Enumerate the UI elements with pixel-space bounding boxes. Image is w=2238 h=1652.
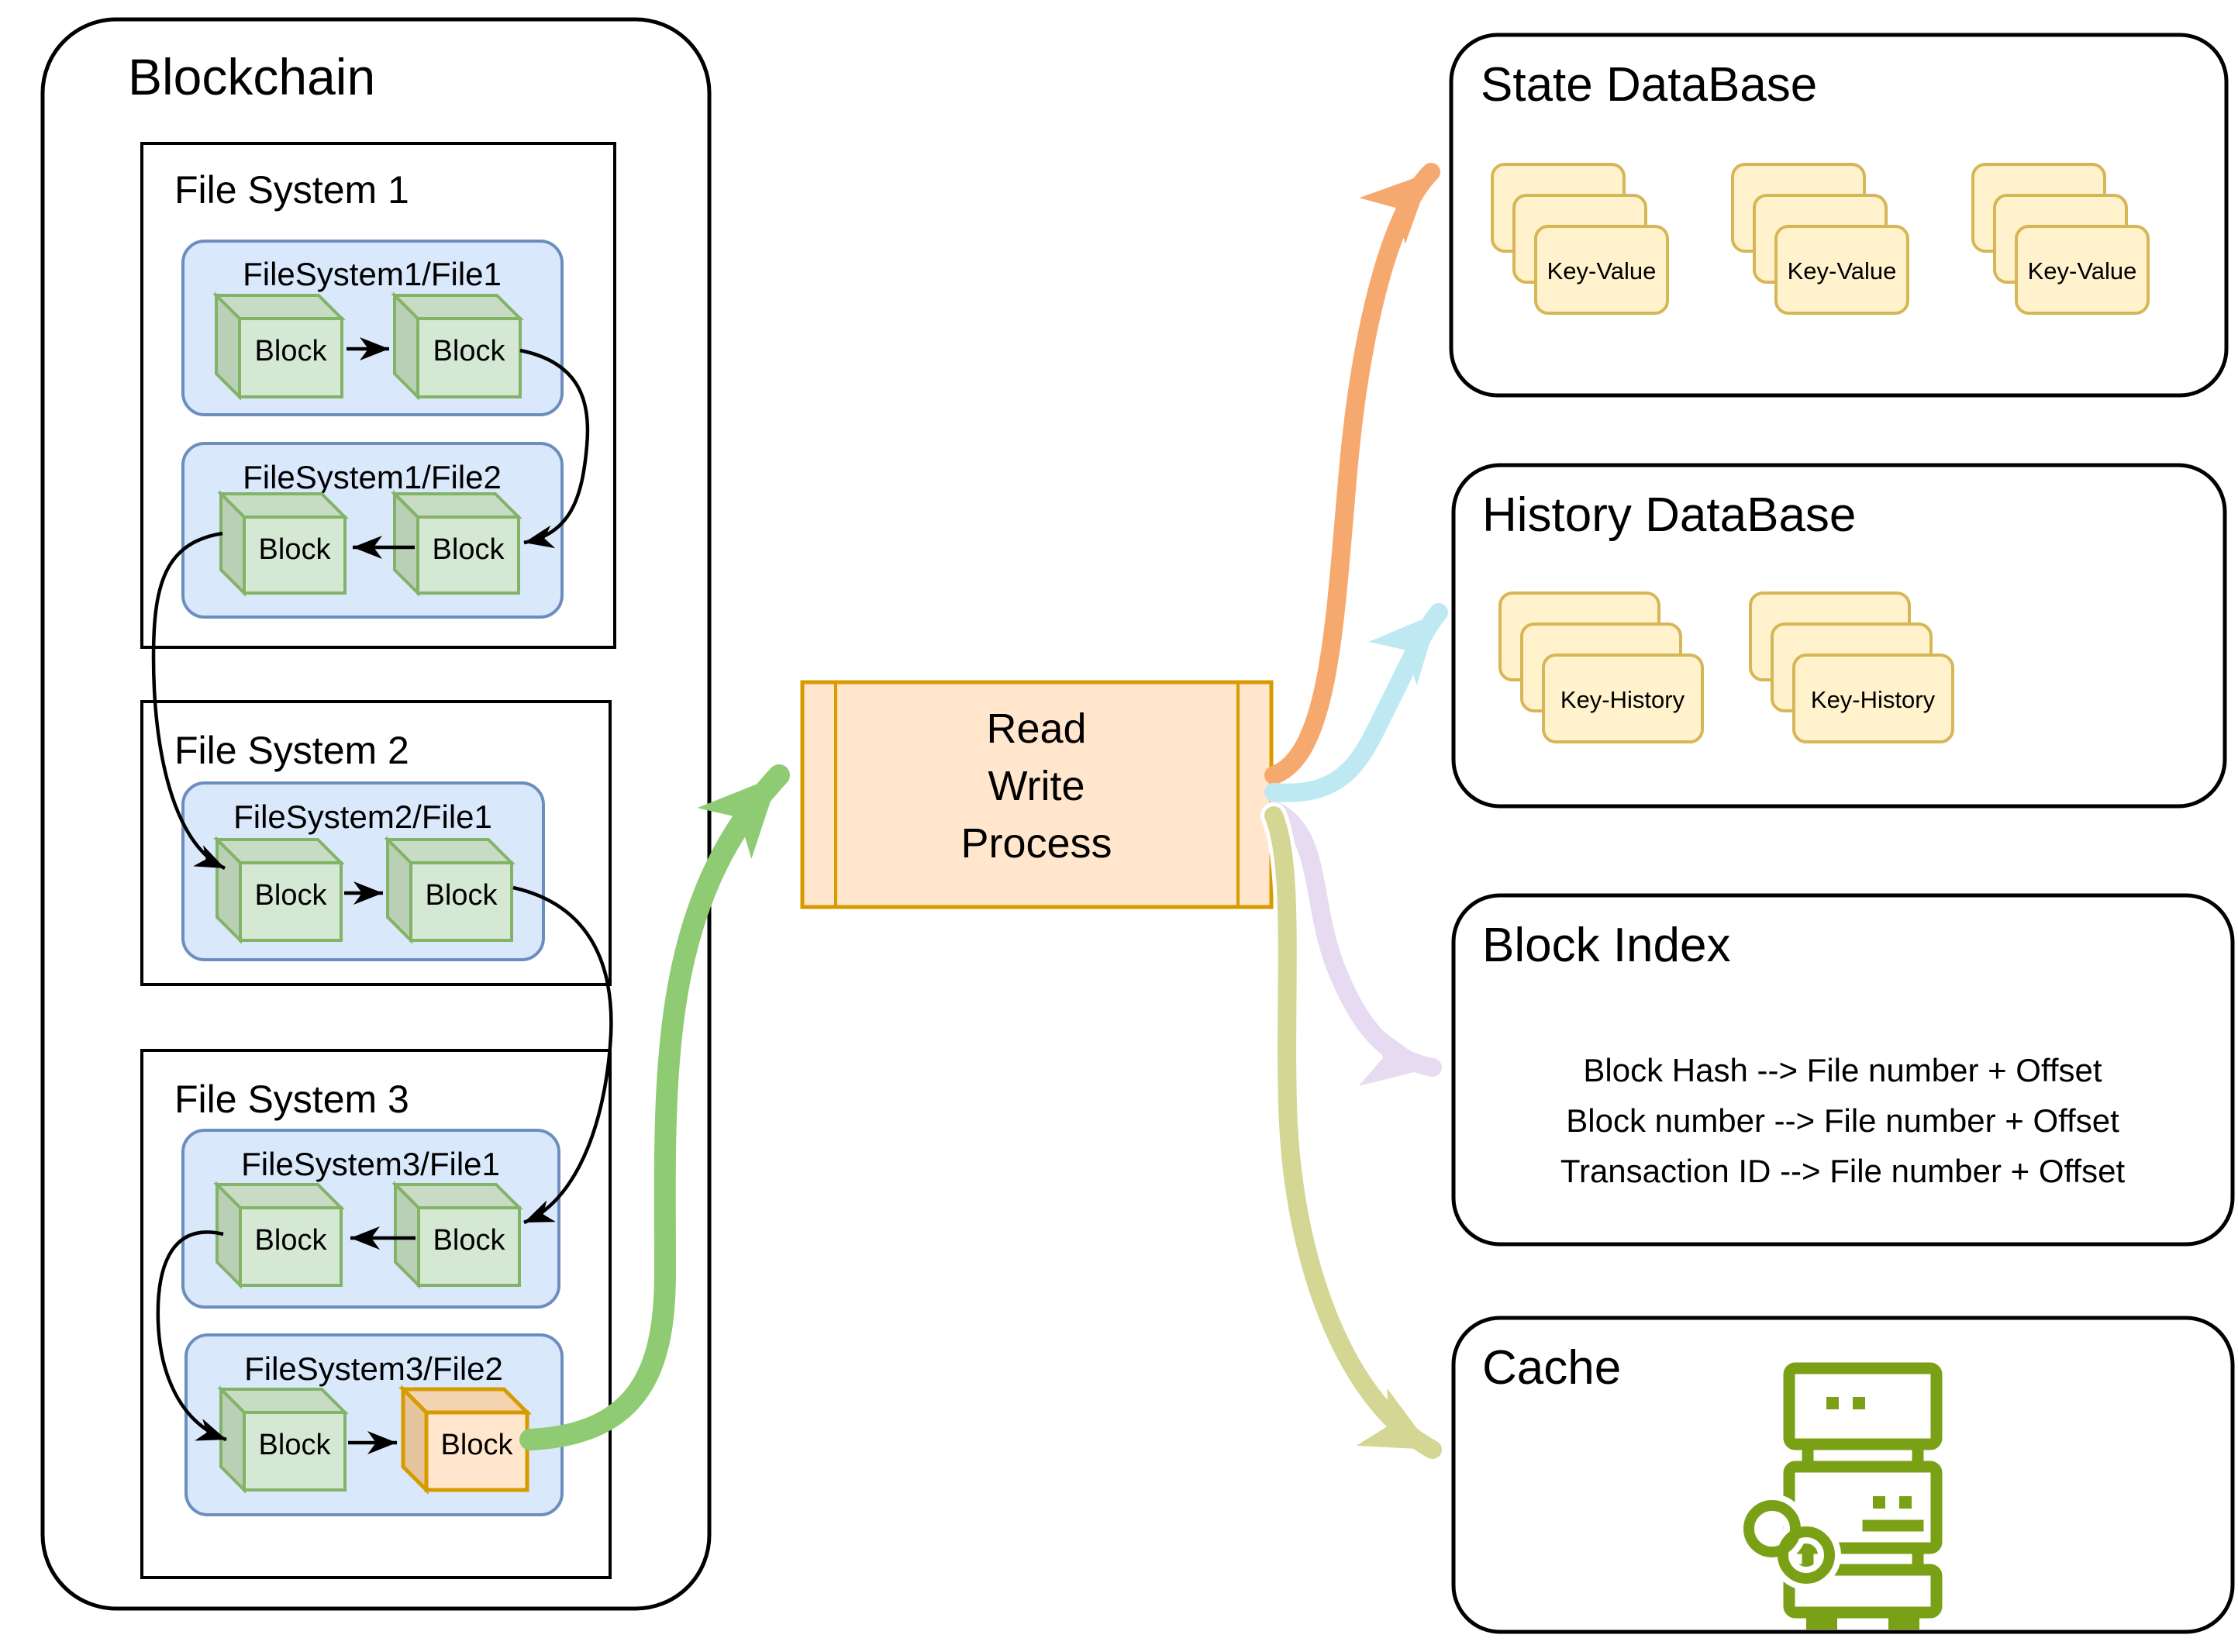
- block-cube: Block: [391, 1181, 523, 1289]
- block-label: Block: [426, 879, 498, 912]
- key-value-card-label: Key-Value: [1788, 257, 1897, 285]
- file-fs3-file1: FileSystem3/File1 Block Block: [181, 1129, 560, 1309]
- block-label: Block: [255, 335, 328, 367]
- process-label-line2: Write: [988, 763, 1085, 809]
- block-cube: Block: [217, 490, 349, 597]
- fs2-file1-label: FileSystem2/File1: [233, 798, 492, 835]
- key-history-stack: Key-History: [1498, 591, 1704, 743]
- block-label: Block: [259, 1429, 332, 1461]
- cache-box: [1451, 1316, 2235, 1634]
- arrow-process-to-history-db: [1264, 603, 1448, 802]
- fs1-file1-label: FileSystem1/File1: [243, 256, 502, 292]
- block-index-mapping: Block number --> File number + Offset: [1566, 1102, 2119, 1139]
- block-cube: Block: [213, 836, 345, 944]
- key-history-card-label: Key-History: [1811, 686, 1936, 713]
- file-fs2-file1: FileSystem2/File1 Block Block: [181, 781, 545, 961]
- history-database-title: History DataBase: [1482, 488, 1856, 542]
- arrow-process-to-state-db: [1264, 163, 1440, 785]
- file-system-1: File System 1 FileSystem1/File1 Block Bl…: [140, 142, 616, 649]
- block-label: Block: [433, 533, 505, 566]
- chain-connector-fs1file1-to-fs1file2: [519, 348, 590, 549]
- chain-connector-fs2file1-to-fs3file1: [512, 885, 613, 1225]
- fs3-file2-label: FileSystem3/File2: [244, 1350, 503, 1387]
- block-cube-orange: Block: [398, 1384, 533, 1495]
- block-label: Block: [255, 879, 328, 912]
- file-system-3: File System 3 FileSystem3/File1 Block Bl…: [140, 1049, 612, 1579]
- file-system-3-title: File System 3: [174, 1078, 409, 1121]
- file-fs1-file2: FileSystem1/File2 Block Block: [181, 442, 564, 619]
- state-database: State DataBase Key-Value Key-Value Key-V…: [1449, 33, 2229, 398]
- key-value-stack: Key-Value: [1731, 163, 1909, 315]
- block-label: Block: [433, 335, 506, 367]
- block-cube: Block: [212, 291, 346, 401]
- file-system-2-title: File System 2: [174, 729, 409, 772]
- block-cube: Block: [217, 1385, 349, 1494]
- key-value-card-label: Key-Value: [1547, 257, 1657, 285]
- server-sync-icon: [1737, 1362, 1943, 1630]
- read-write-process: Read Write Process: [800, 680, 1274, 909]
- file-system-2: File System 2 FileSystem2/File1 Block Bl…: [140, 700, 612, 986]
- block-index-title: Block Index: [1482, 919, 1731, 972]
- block-index: Block Index Block Hash --> File number +…: [1451, 893, 2235, 1247]
- state-database-title: State DataBase: [1481, 58, 1817, 112]
- server-indicator-dots: [1806, 1397, 1919, 1630]
- block-index-mapping: Transaction ID --> File number + Offset: [1560, 1153, 2126, 1189]
- block-cube: Block: [213, 1181, 345, 1289]
- file-system-1-title: File System 1: [174, 168, 409, 212]
- chain-connector-fs1file2-to-fs2file1: [151, 531, 226, 871]
- block-index-box: [1451, 893, 2235, 1247]
- fs1-file2-label: FileSystem1/File2: [243, 459, 502, 495]
- fs3-file1-label: FileSystem3/File1: [241, 1146, 500, 1182]
- block-cube: Block: [384, 836, 516, 944]
- block-label: Block: [433, 1224, 506, 1257]
- key-value-card-label: Key-Value: [2028, 257, 2137, 285]
- cache: Cache: [1451, 1316, 2235, 1634]
- block-label: Block: [441, 1429, 514, 1461]
- block-cube: Block: [391, 490, 522, 597]
- block-label: Block: [255, 1224, 328, 1257]
- chain-connector-fs3file1-to-fs3file2: [156, 1230, 227, 1442]
- process-label-line1: Read: [986, 705, 1086, 752]
- history-database: History DataBase Key-History Key-History: [1451, 463, 2227, 809]
- blockchain-container: Blockchain File System 1 FileSystem1/Fil…: [40, 17, 712, 1611]
- cache-title: Cache: [1482, 1341, 1621, 1395]
- arrow-process-to-cache: [1264, 806, 1442, 1459]
- block-label: Block: [259, 533, 332, 566]
- key-value-stack: Key-Value: [1491, 163, 1669, 315]
- process-box: [800, 680, 1274, 909]
- key-history-stack: Key-History: [1749, 591, 1954, 743]
- blockchain-title: Blockchain: [128, 48, 375, 105]
- file-fs1-file1: FileSystem1/File1 Block Block: [181, 240, 564, 416]
- arrow-process-to-block-index: [1264, 801, 1442, 1087]
- file-fs3-file2: FileSystem3/File2 Block Block: [184, 1333, 564, 1516]
- arrow-block-to-process: [519, 764, 790, 1450]
- block-index-mapping: Block Hash --> File number + Offset: [1583, 1052, 2102, 1088]
- process-label-line3: Process: [960, 820, 1112, 867]
- chain-link-glyph: [1737, 1494, 1841, 1590]
- block-cube: Block: [391, 291, 524, 401]
- key-history-card-label: Key-History: [1560, 686, 1685, 713]
- key-value-stack: Key-Value: [1971, 163, 2150, 315]
